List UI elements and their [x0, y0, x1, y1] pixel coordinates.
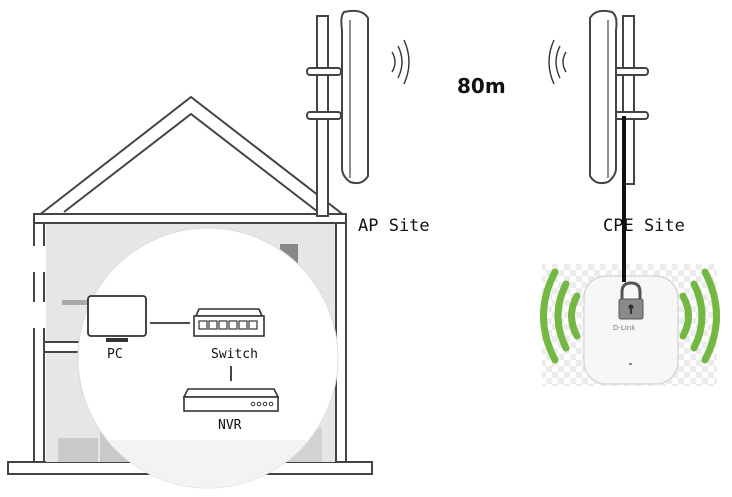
cpe-wireless-signal-icon	[548, 39, 567, 85]
nvr-label: NVR	[218, 418, 242, 433]
distance-label: 80m	[457, 74, 506, 98]
ap-site-label: AP Site	[358, 216, 430, 236]
nvr-icon	[182, 388, 280, 412]
switch-icon	[193, 308, 265, 337]
cpe-antenna-icon	[589, 9, 649, 185]
ap-antenna-icon	[306, 9, 369, 217]
cpe-site-label: CPE Site	[603, 216, 685, 236]
switch-label: Switch	[211, 347, 258, 362]
pc-label: PC	[107, 347, 123, 362]
router-brand-label: D-Link	[613, 324, 636, 332]
ap-wireless-signal-icon	[391, 39, 410, 85]
padlock-icon	[618, 281, 644, 320]
pc-icon	[87, 295, 147, 342]
